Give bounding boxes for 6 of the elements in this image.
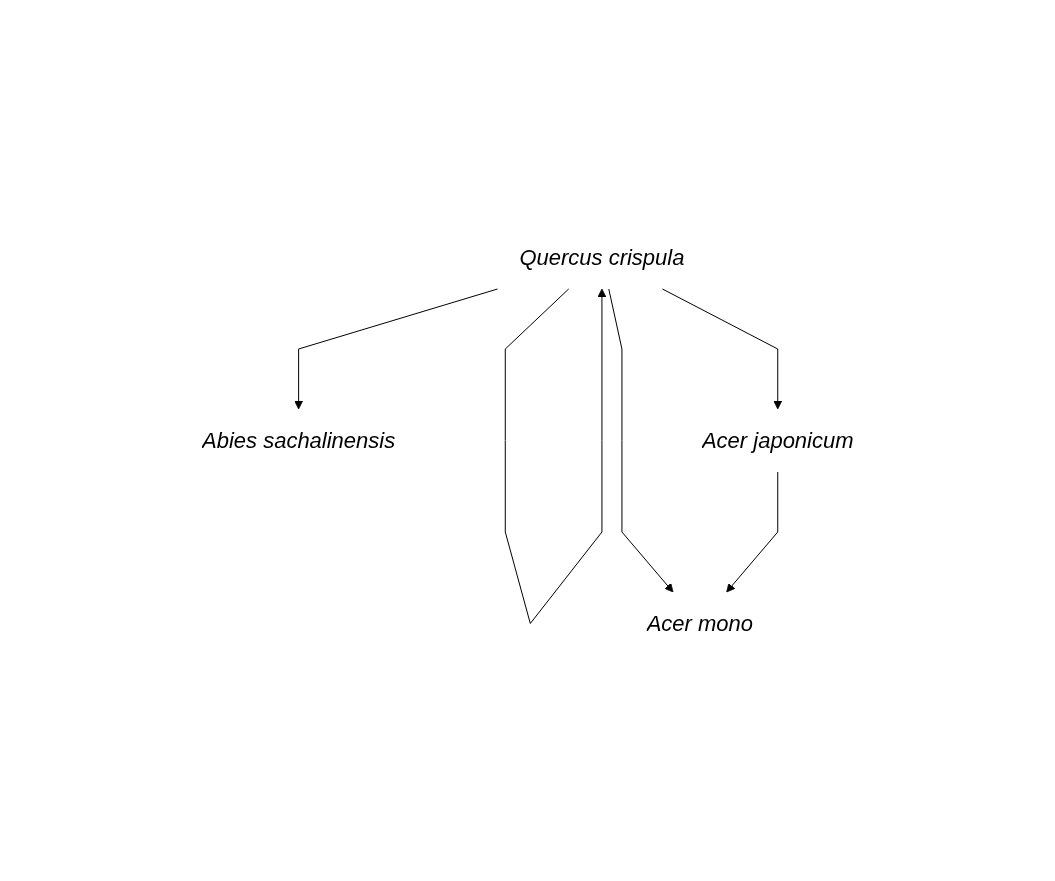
arrow	[293, 288, 498, 410]
arrow	[661, 288, 782, 410]
arrow	[504, 288, 607, 624]
node-text: Quercus crispula	[519, 245, 685, 270]
arrow	[725, 471, 778, 593]
arrow	[608, 288, 674, 593]
